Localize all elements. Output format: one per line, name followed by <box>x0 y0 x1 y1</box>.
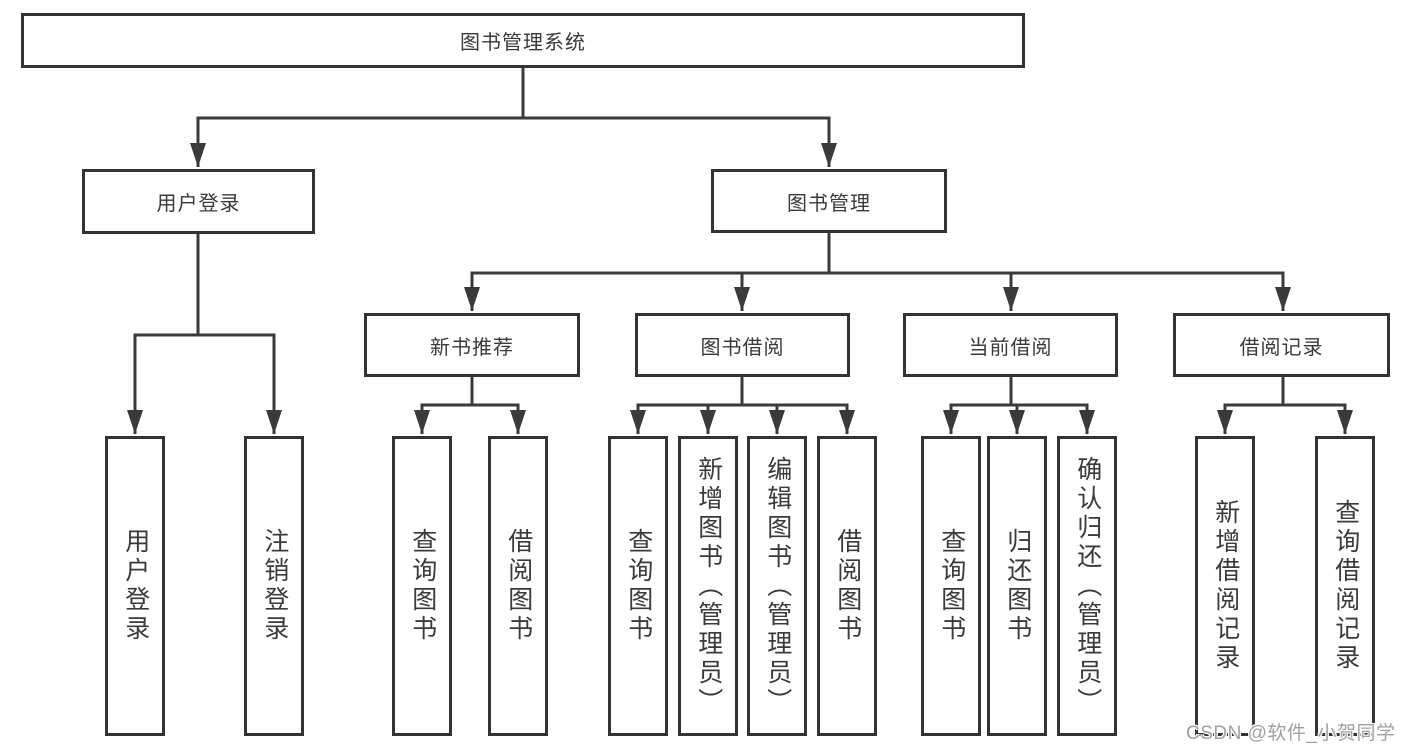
leaf-add-book-admin: 新增图书（管理员） <box>678 436 738 736</box>
node-borrow-records: 借阅记录 <box>1173 313 1390 377</box>
leaf-edit-book-admin: 编辑图书（管理员） <box>747 436 807 736</box>
node-root-system: 图书管理系统 <box>21 13 1025 68</box>
leaf-confirm-return-admin: 确认归还（管理员） <box>1057 436 1117 736</box>
node-user-login: 用户登录 <box>82 169 315 234</box>
leaf-query-book-under-borrow: 查询图书 <box>608 436 668 736</box>
leaf-borrow-book-under-borrow: 借阅图书 <box>817 436 877 736</box>
leaf-add-borrow-record: 新增借阅记录 <box>1195 436 1255 736</box>
leaf-query-book-under-current: 查询图书 <box>921 436 981 736</box>
node-new-book-recommend: 新书推荐 <box>364 313 580 377</box>
leaf-user-login: 用户登录 <box>105 436 165 736</box>
node-book-management: 图书管理 <box>711 169 947 233</box>
leaf-logout: 注销登录 <box>244 436 304 736</box>
leaf-return-book: 归还图书 <box>987 436 1047 736</box>
node-current-borrow: 当前借阅 <box>903 313 1118 377</box>
leaf-query-borrow-record: 查询借阅记录 <box>1315 436 1375 736</box>
node-book-borrow: 图书借阅 <box>635 313 850 377</box>
leaf-borrow-book-under-recommend: 借阅图书 <box>488 436 548 736</box>
watermark-text: CSDN @软件_小贺同学 <box>1186 723 1396 744</box>
leaf-query-book-under-recommend: 查询图书 <box>392 436 452 736</box>
